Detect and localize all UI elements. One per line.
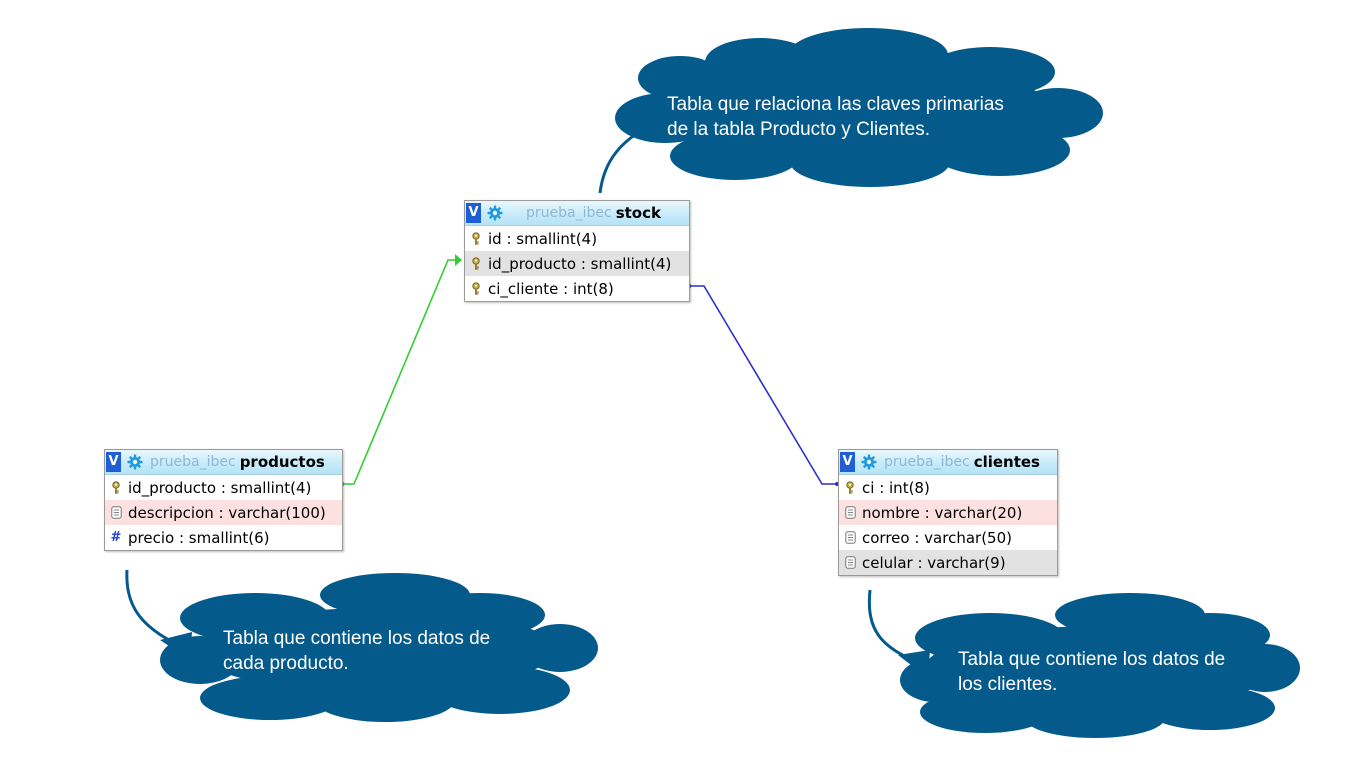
text-field-icon — [109, 505, 123, 521]
relation-productos-stock[interactable] — [339, 254, 463, 487]
column-name: correo — [862, 528, 910, 547]
table-stock[interactable]: V prueba_ibec stock id : smallint(4) id_… — [464, 200, 690, 302]
column-separator: : — [216, 478, 231, 497]
text-field-icon — [843, 555, 857, 571]
column-type: smallint(4) — [590, 254, 672, 273]
table-row-clientes-correo[interactable]: correo : varchar(50) — [839, 525, 1057, 550]
column-separator: : — [874, 478, 890, 497]
column-name: id_producto — [488, 254, 577, 273]
column-separator: : — [912, 553, 928, 572]
table-name: productos — [239, 453, 325, 471]
table-header[interactable]: V prueba_ibec stock — [465, 201, 689, 226]
table-row-productos-descripcion[interactable]: descripcion : varchar(100) — [105, 500, 342, 525]
column-type: int(8) — [572, 279, 614, 298]
column-type: smallint(4) — [516, 229, 598, 248]
stock-callout-line2: de la tabla Producto y Clientes. — [667, 119, 930, 140]
table-row-productos-id-producto[interactable]: id_producto : smallint(4) — [105, 475, 342, 500]
table-productos[interactable]: V prueba_ibec productos id_producto : sm… — [104, 449, 343, 551]
column-type: varchar(9) — [927, 553, 1006, 572]
column-type: int(8) — [889, 478, 930, 497]
column-separator: : — [501, 229, 517, 248]
table-name: stock — [615, 204, 661, 222]
view-toggle-icon[interactable]: V — [840, 452, 855, 472]
column-name: id_producto — [128, 478, 217, 497]
productos-callout-line2: cada producto. — [223, 653, 349, 674]
clientes-callout-cloud — [867, 589, 1300, 738]
column-name: ci — [862, 478, 875, 497]
stock-callout-line1: Tabla que relaciona las claves primarias — [667, 94, 1004, 115]
column-type: smallint(6) — [188, 528, 270, 547]
table-row-stock-id[interactable]: id : smallint(4) — [465, 226, 689, 251]
stock-callout-cloud — [598, 28, 1103, 194]
table-clientes[interactable]: V prueba_ibec clientes ci : int(8) nombr… — [838, 449, 1058, 576]
column-separator: : — [576, 254, 591, 273]
key-icon — [469, 281, 483, 297]
column-type: varchar(100) — [228, 503, 326, 522]
table-database-name: prueba_ibec — [884, 454, 970, 470]
view-toggle-icon[interactable]: V — [106, 452, 121, 472]
column-name: descripcion — [128, 503, 214, 522]
clientes-callout-line2: los clientes. — [958, 674, 1058, 695]
column-name: nombre — [862, 503, 920, 522]
view-toggle-icon[interactable]: V — [466, 203, 481, 223]
column-separator: : — [909, 528, 925, 547]
table-row-clientes-celular[interactable]: celular : varchar(9) — [839, 550, 1057, 575]
clientes-callout-line1: Tabla que contiene los datos de — [958, 649, 1226, 670]
table-row-stock-id-producto[interactable]: id_producto : smallint(4) — [465, 251, 689, 276]
gear-icon[interactable] — [486, 204, 504, 222]
column-name: celular — [862, 553, 913, 572]
table-database-name: prueba_ibec — [150, 454, 236, 470]
table-header[interactable]: V prueba_ibec clientes — [839, 450, 1057, 475]
column-separator: : — [919, 503, 935, 522]
table-row-stock-ci-cliente[interactable]: ci_cliente : int(8) — [465, 276, 689, 301]
text-field-icon — [843, 530, 857, 546]
key-icon — [469, 231, 483, 247]
key-icon — [469, 256, 483, 272]
key-icon — [843, 480, 857, 496]
column-type: varchar(20) — [934, 503, 1023, 522]
column-separator: : — [174, 528, 189, 547]
column-separator: : — [213, 503, 229, 522]
table-name: clientes — [973, 453, 1040, 471]
productos-callout-cloud — [125, 569, 598, 722]
table-header[interactable]: V prueba_ibec productos — [105, 450, 342, 475]
table-row-productos-precio[interactable]: # precio : smallint(6) — [105, 525, 342, 550]
column-name: precio — [128, 528, 175, 547]
productos-callout-line1: Tabla que contiene los datos de — [223, 628, 491, 649]
column-name: id — [488, 229, 502, 248]
gear-icon[interactable] — [126, 453, 144, 471]
gear-icon[interactable] — [860, 453, 878, 471]
hash-icon: # — [110, 530, 122, 545]
column-separator: : — [558, 279, 573, 298]
column-type: smallint(4) — [230, 478, 312, 497]
table-row-clientes-ci[interactable]: ci : int(8) — [839, 475, 1057, 500]
table-row-clientes-nombre[interactable]: nombre : varchar(20) — [839, 500, 1057, 525]
key-icon — [109, 480, 123, 496]
relation-stock-clientes[interactable] — [686, 280, 839, 486]
text-field-icon — [843, 505, 857, 521]
table-database-name: prueba_ibec — [526, 205, 612, 221]
column-name: ci_cliente — [488, 279, 559, 298]
column-type: varchar(50) — [924, 528, 1012, 547]
